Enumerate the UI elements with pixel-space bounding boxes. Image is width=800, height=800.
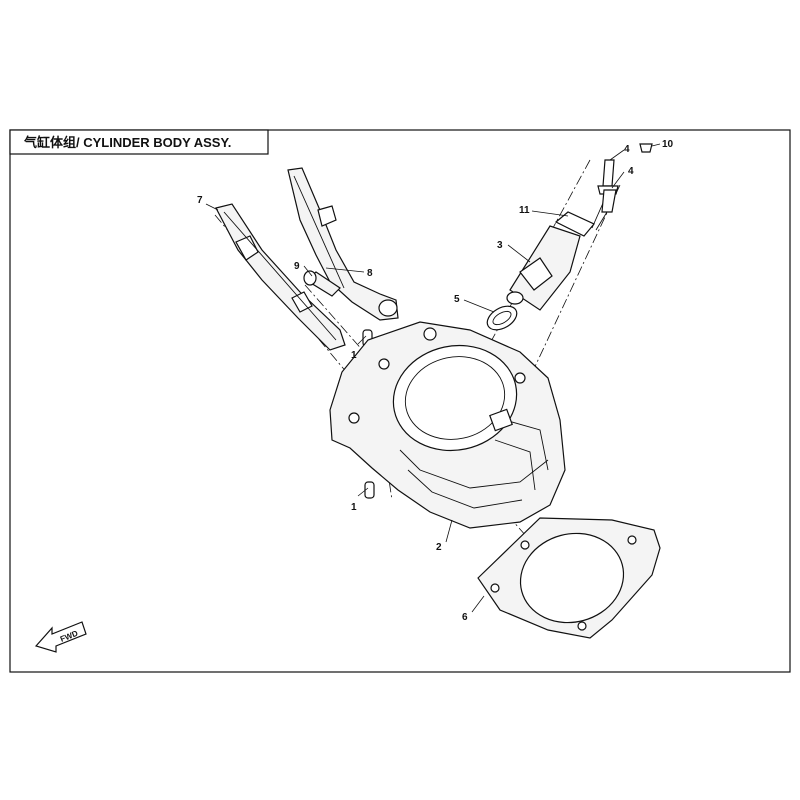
callout-3: 3 [497,240,503,251]
title-box: 气缸体组/ CYLINDER BODY ASSY. [9,129,269,155]
callout-10: 10 [662,139,674,150]
callout-4-lower: 4 [628,166,634,177]
callout-2: 2 [436,542,442,553]
callout-4-upper: 4 [624,144,630,155]
callout-11: 11 [519,205,530,216]
callout-6: 6 [462,612,468,623]
callout-9: 9 [294,261,300,272]
tensioner-gasket-part [486,305,518,331]
forward-arrow-icon: FWD [34,621,87,653]
callout-1-lower: 1 [351,502,357,513]
cylinder-body-part [329,321,566,529]
callout-1-upper: 1 [351,350,357,361]
chain-guide-part [215,203,346,351]
diagram-title: 气缸体组/ CYLINDER BODY ASSY. [24,135,231,150]
cylinder-gasket-part [477,517,661,639]
callout-8: 8 [367,268,373,279]
dowel-pin-lower-part [364,481,375,499]
callout-5: 5 [454,294,460,305]
callout-7: 7 [197,195,203,206]
small-bolt-part [639,143,653,153]
pivot-bolt-part [303,270,341,297]
callout-leaders [205,143,661,613]
drawing-border [9,129,791,673]
chain-tensioner-part [506,225,581,311]
bolt-lower-part [595,189,617,231]
